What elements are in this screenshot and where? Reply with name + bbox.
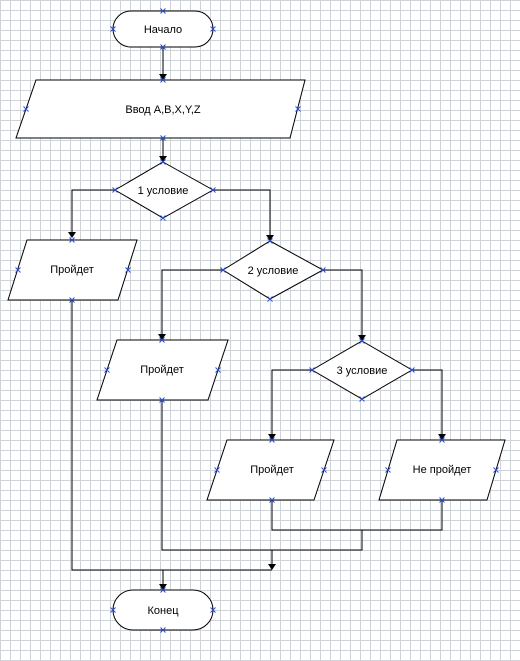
- arrow-icon: [159, 156, 167, 162]
- pass-3-label: Пройдет: [250, 464, 294, 476]
- connector-cond2-pass2: [161, 269, 223, 334]
- connector-merge-level2: [161, 400, 363, 551]
- connection-point-icon: [104, 367, 110, 373]
- connection-point-icon: [15, 267, 21, 273]
- connector-cond1-cond2: [213, 189, 271, 235]
- connection-point-icon: [160, 8, 166, 14]
- pass-1-output[interactable]: Пройдет: [7, 239, 138, 301]
- connection-point-icon: [160, 135, 166, 141]
- connection-point-icon: [210, 187, 216, 193]
- end-label: Конец: [147, 605, 179, 617]
- connectors: [68, 47, 446, 590]
- connection-point-icon: [159, 397, 165, 403]
- connection-point-icon: [110, 26, 116, 32]
- connection-point-icon: [210, 26, 216, 32]
- input-block[interactable]: Ввод A,B,X,Y,Z: [15, 79, 306, 139]
- start-terminator[interactable]: Начало: [112, 10, 214, 48]
- connection-point-icon: [23, 106, 29, 112]
- connection-point-icon: [69, 297, 75, 303]
- connector-cond2-cond3: [323, 269, 363, 335]
- connection-point-icon: [321, 467, 327, 473]
- arrow-icon: [268, 434, 276, 440]
- connection-point-icon: [269, 437, 275, 443]
- condition-2-label: 2 условие: [248, 265, 299, 277]
- connection-point-icon: [439, 497, 445, 503]
- arrow-icon: [158, 334, 166, 340]
- connection-point-icon: [267, 296, 273, 302]
- arrow-icon: [266, 235, 274, 241]
- connection-point-icon: [210, 607, 216, 613]
- connector-cond3-pass3: [271, 369, 312, 434]
- connection-point-icon: [359, 338, 365, 344]
- arrow-icon: [358, 335, 366, 341]
- connection-point-icon: [385, 467, 391, 473]
- connection-point-icon: [295, 106, 301, 112]
- connection-point-icon: [160, 215, 166, 221]
- arrow-icon: [438, 434, 446, 440]
- connection-point-icon: [214, 467, 220, 473]
- arrow-icon: [68, 232, 76, 238]
- condition-1-label: 1 условие: [138, 185, 189, 197]
- pass-2-output[interactable]: Пройдет: [96, 339, 229, 401]
- condition-2-decision[interactable]: 2 условие: [222, 240, 325, 300]
- connector-cond1-pass1: [71, 189, 115, 232]
- connection-point-icon: [159, 337, 165, 343]
- connection-point-icon: [125, 267, 131, 273]
- pass-2-label: Пройдет: [140, 364, 184, 376]
- connection-point-icon: [220, 267, 226, 273]
- connector-merge-level3: [271, 500, 443, 531]
- pass-3-output[interactable]: Пройдет: [206, 439, 335, 501]
- connection-point-icon: [160, 587, 166, 593]
- connector-pass1-merge: [71, 300, 272, 571]
- connection-point-icon: [309, 367, 315, 373]
- arrow-icon: [159, 74, 167, 80]
- connection-point-icon: [215, 367, 221, 373]
- condition-3-label: 3 условие: [337, 365, 388, 377]
- pass-1-label: Пройдет: [50, 264, 94, 276]
- arrow-icon: [268, 564, 276, 570]
- connection-point-icon: [160, 627, 166, 633]
- end-terminator[interactable]: Конец: [112, 589, 214, 631]
- arrow-icon: [159, 584, 167, 590]
- condition-3-decision[interactable]: 3 условие: [311, 340, 413, 400]
- connection-point-icon: [409, 367, 415, 373]
- connection-point-icon: [320, 267, 326, 273]
- input-label: Ввод A,B,X,Y,Z: [125, 104, 201, 116]
- connection-point-icon: [112, 187, 118, 193]
- connection-point-icon: [160, 77, 166, 83]
- connection-point-icon: [269, 497, 275, 503]
- connection-point-icon: [160, 44, 166, 50]
- connection-point-icon: [110, 607, 116, 613]
- connection-point-icon: [439, 437, 445, 443]
- fail-label: Не пройдет: [413, 464, 472, 476]
- connection-point-icon: [267, 238, 273, 244]
- condition-1-decision[interactable]: 1 условие: [114, 161, 215, 219]
- connection-point-icon: [493, 467, 499, 473]
- connector-cond3-fail: [412, 369, 443, 434]
- connection-point-icon: [359, 396, 365, 402]
- connection-point-icon: [69, 237, 75, 243]
- start-label: Начало: [144, 24, 182, 36]
- connection-point-icon: [160, 159, 166, 165]
- connection-points: [15, 8, 499, 633]
- fail-output[interactable]: Не пройдет: [378, 439, 506, 501]
